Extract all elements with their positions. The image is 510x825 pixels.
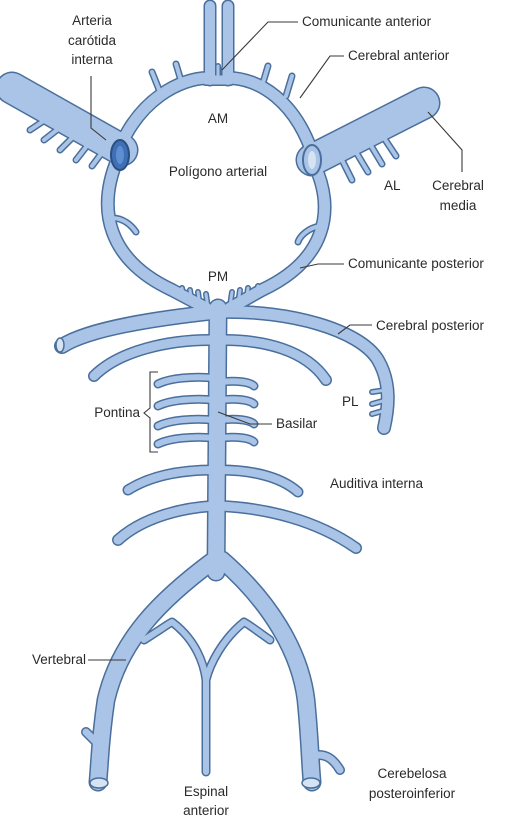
leader-cerebral-anterior [300,56,344,98]
label-espinal-line2: anterior [183,803,229,818]
label-carotida-line1: Arteria [72,13,112,28]
label-pm: PM [208,269,228,284]
auditiva-left [128,470,214,490]
label-cerebral-posterior: Cerebral posterior [376,318,485,333]
label-comunicante-posterior: Comunicante posterior [348,256,484,271]
pm-perforator-6 [238,290,240,304]
pm-perforator-4 [206,294,208,308]
label-vertebral: Vertebral [32,652,86,667]
left-vertebral [98,560,214,782]
mca-branch-right-2 [356,152,368,172]
label-poligono: Polígono arterial [169,164,267,179]
label-cerebral-media-line1: Cerebral [432,178,484,193]
pm-perforator-3 [198,292,200,306]
label-espinal-line1: Espinal [184,784,228,799]
right-carotid-trunk [312,103,424,160]
label-carotida-line3: interna [71,52,113,67]
label-al: AL [384,178,401,193]
leader-cerebral-media [428,112,462,172]
label-cerebelosa-line2: posteroinferior [369,786,456,801]
label-comunicante-anterior: Comunicante anterior [302,14,432,29]
right-posterior-cerebral-outline [220,312,388,428]
mca-branch-right-3 [370,144,382,164]
label-am: AM [208,111,228,126]
pm-perforator-5 [230,292,232,306]
pm-perforator-7 [246,288,248,302]
pl-branch-1 [372,390,386,392]
label-pontina: Pontina [94,405,140,420]
label-auditiva-interna: Auditiva interna [330,476,424,491]
label-cerebelosa-line1: Cerebelosa [377,766,447,781]
pm-perforator-2 [190,290,192,304]
label-cerebral-anterior: Cerebral anterior [348,48,450,63]
left-posterior-communicating [108,158,206,308]
right-posterior-cerebral [220,312,388,428]
pm-perforator-1 [182,288,184,300]
label-basilar: Basilar [276,416,318,431]
label-cerebral-media-line2: media [440,198,477,213]
right-anterior-cerebral [228,78,314,158]
basilar-trunk [216,308,218,572]
label-carotida-line2: carótida [68,33,117,48]
label-pl: PL [342,394,359,409]
spinal-anterior-right [206,622,270,680]
right-posterior-communicating [230,164,325,308]
spinal-anterior-left [144,622,206,680]
